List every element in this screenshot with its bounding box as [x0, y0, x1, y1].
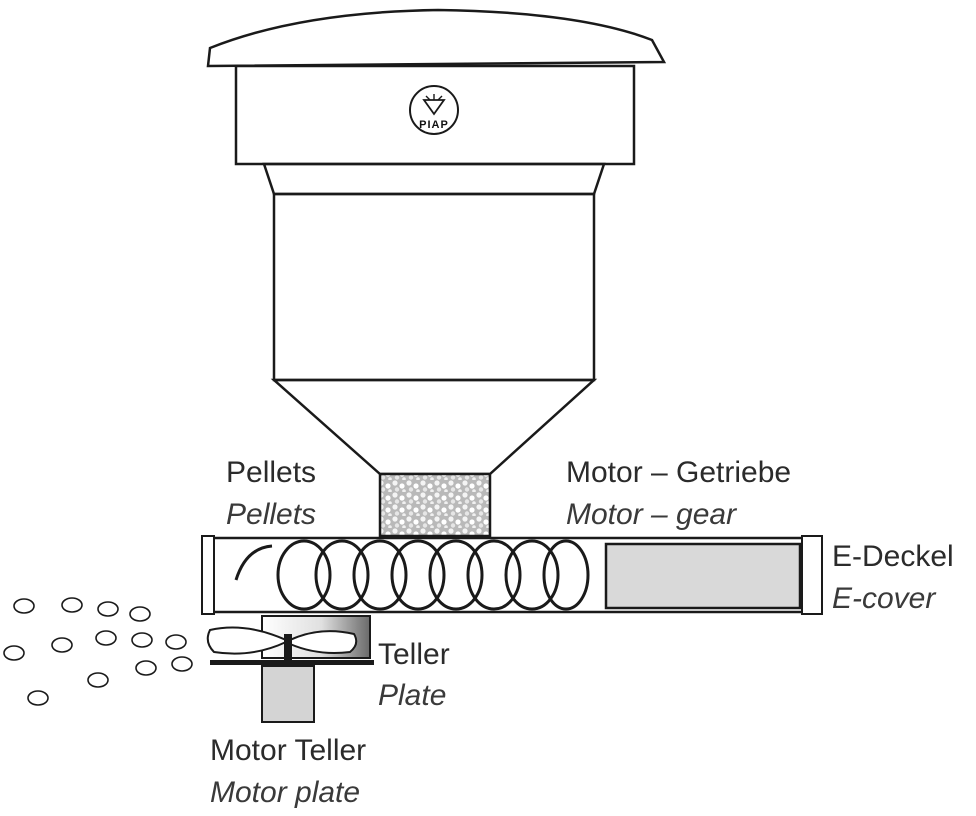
label-motor-plate-en: Motor plate: [210, 776, 360, 809]
label-plate-en: Plate: [378, 679, 446, 712]
hopper-funnel: [270, 378, 598, 476]
label-e-cover-de: E-Deckel: [832, 540, 954, 573]
label-motor-gear-de: Motor – Getriebe: [566, 456, 791, 489]
motor-gear: [604, 542, 802, 610]
auger-spiral: [234, 539, 590, 611]
motor-plate: [261, 665, 315, 723]
label-pellets-en: Pellets: [226, 498, 316, 531]
hopper-lid: [206, 8, 667, 68]
pellet-block: [378, 472, 492, 538]
label-motor-plate-de: Motor Teller: [210, 734, 366, 767]
label-pellets-de: Pellets: [226, 456, 316, 489]
auger-end-left: [201, 535, 215, 615]
hopper-collar: [262, 162, 606, 196]
label-e-cover-en: E-cover: [832, 582, 936, 615]
spreader-plate: [206, 626, 374, 665]
hopper-body: [272, 192, 596, 382]
e-cover: [801, 535, 823, 615]
label-motor-gear-en: Motor – gear: [566, 498, 737, 531]
label-plate-de: Teller: [378, 638, 450, 671]
scattered-pellets: [3, 597, 193, 706]
logo-text: PIAP: [419, 119, 449, 131]
piap-logo: PIAP: [409, 85, 459, 135]
